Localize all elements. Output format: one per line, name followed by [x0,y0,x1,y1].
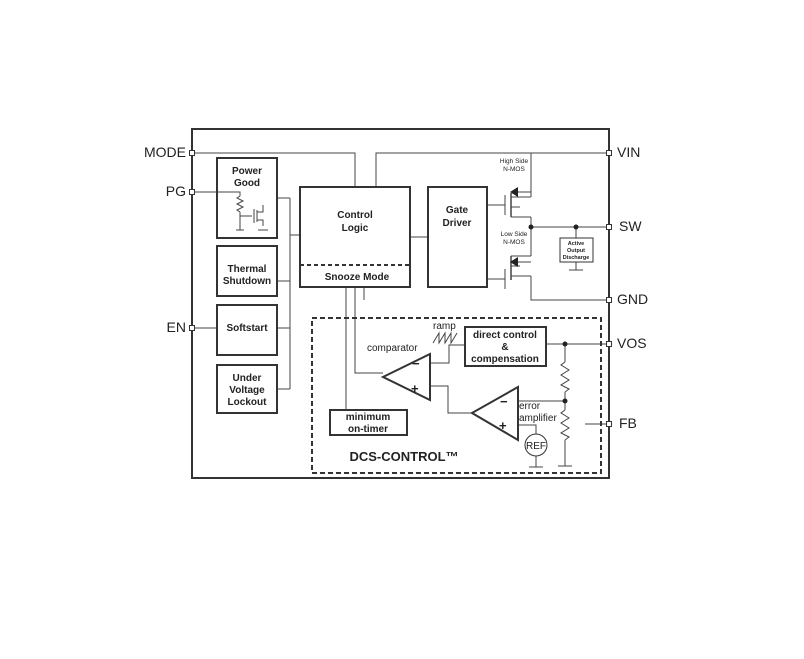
direct-control-line3: compensation [471,354,539,365]
ramp-label: ramp [433,321,456,332]
uvlo-block: Under Voltage Lockout [216,364,278,414]
thermal-line1: Thermal [228,264,267,275]
pin-fb-label: FB [619,415,637,431]
thermal-shutdown-block: Thermal Shutdown [216,245,278,297]
control-logic-line2: Logic [342,223,369,234]
pin-pg-label: PG [166,183,186,199]
thermal-line2: Shutdown [223,276,271,287]
dcs-control-region [311,317,602,474]
min-on-timer-block: minimum on-timer [329,409,408,436]
ramp-waveform: ramp [432,321,458,345]
error-amp-minus: − [500,394,508,409]
pin-gnd-label: GND [617,291,648,307]
comparator-plus: + [411,381,419,396]
high-side-line1: High Side [500,158,529,165]
direct-control-line1: direct control [473,330,537,341]
min-on-timer-line1: minimum [346,412,391,423]
uvlo-line3: Lockout [228,397,268,408]
direct-control-block: direct control & compensation [464,326,547,367]
snooze-mode-label: Snooze Mode [325,272,390,283]
power-good-block: Power Good [216,157,278,239]
softstart-block: Softstart [216,304,278,356]
error-amplifier: − + error amplifier [469,385,557,442]
divider-resistors [559,361,570,441]
high-side-diode-arrow [510,187,518,197]
discharge-line2: Output [567,248,585,254]
comparator: comparator − + [367,343,431,402]
control-logic-block: Control Logic Snooze Mode [299,186,411,288]
active-discharge-block: Active Output Discharge [559,237,594,263]
ic-outline [191,128,610,479]
power-good-line1: Power [232,166,262,177]
pin-vos-label: VOS [617,335,647,351]
high-side-line2: N-MOS [503,166,525,173]
error-amp-line1: error [519,401,541,412]
low-side-line1: Low Side [501,231,528,238]
ref-label: REF [526,441,546,452]
power-good-line2: Good [234,178,260,189]
pin-en-label: EN [167,319,186,335]
min-on-timer-line2: on-timer [348,424,388,435]
pin-markers [189,150,612,427]
softstart-label: Softstart [226,323,268,334]
low-side-mosfet: Low Side N-MOS [501,231,531,289]
error-amp-plus: + [499,418,507,433]
pin-vin-label: VIN [617,144,640,160]
comparator-minus: − [412,356,420,371]
ref-source: REF [524,433,548,457]
direct-control-line2: & [501,342,508,353]
wires [192,152,609,468]
control-logic-line1: Control [337,210,373,221]
uvlo-line2: Voltage [229,385,265,396]
junction-dots [528,224,579,404]
discharge-line3: Discharge [563,255,590,261]
pin-mode-label: MODE [144,144,186,160]
gate-driver-block: Gate Driver [427,186,488,288]
gate-driver-line2: Driver [443,218,472,229]
high-side-mosfet: High Side N-MOS [500,158,531,218]
discharge-line1: Active [568,241,585,247]
gate-driver-line1: Gate [446,205,469,216]
low-side-diode-arrow [510,257,518,267]
pin-sw-label: SW [619,218,642,234]
low-side-line2: N-MOS [503,239,525,246]
comparator-label: comparator [367,343,418,354]
error-amp-line2: amplifier [519,413,557,424]
uvlo-line1: Under [233,373,262,384]
dcs-control-label: DCS-CONTROL™ [349,449,458,464]
